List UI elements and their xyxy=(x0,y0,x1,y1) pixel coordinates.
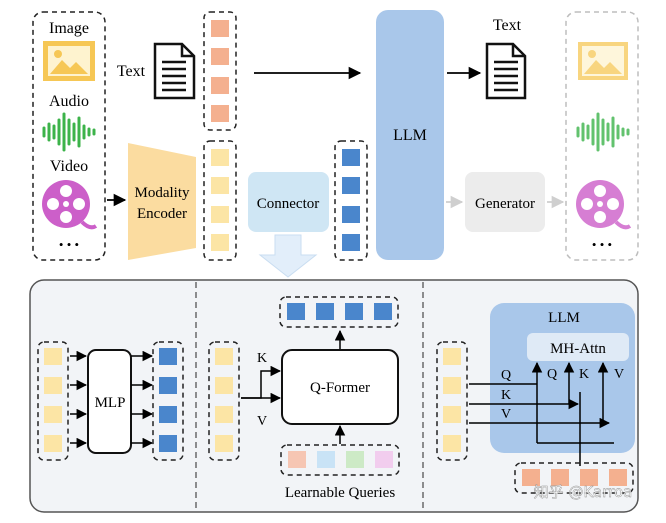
output-video-reel-icon xyxy=(576,180,632,230)
k-label: K xyxy=(257,351,267,366)
generator-block xyxy=(465,172,545,232)
xattn-input-token-column xyxy=(443,348,461,452)
mlp-label: MLP xyxy=(95,395,126,411)
qformer-output-token-row xyxy=(287,303,392,320)
mlp-input-tokens-box xyxy=(37,341,69,461)
text-tokens-box xyxy=(203,11,237,131)
audio-label: Audio xyxy=(49,93,89,110)
q-label-left: Q xyxy=(501,368,511,383)
input-modalities-box xyxy=(32,11,106,261)
modality-encoder-label-line2: Encoder xyxy=(137,206,187,222)
text-token-column xyxy=(211,20,229,122)
q-label-attn: Q xyxy=(547,367,557,382)
output-image-icon xyxy=(578,42,628,80)
connector-tokens-box xyxy=(334,140,368,261)
modality-encoder-block xyxy=(128,143,196,260)
k-label-attn: K xyxy=(579,367,589,382)
llm-label: LLM xyxy=(393,127,427,144)
xattn-text-token-row xyxy=(522,469,627,486)
encoder-tokens-box xyxy=(203,140,237,261)
modality-encoder-label-line1: Modality xyxy=(135,185,190,201)
mlp-input-token-column xyxy=(44,348,62,452)
learnable-query-token-row xyxy=(288,451,393,468)
qformer-block xyxy=(281,349,399,425)
v-label: V xyxy=(257,414,267,429)
generator-label: Generator xyxy=(475,196,535,212)
v-label-attn: V xyxy=(614,367,624,382)
image-icon xyxy=(43,41,95,81)
output-modalities-box xyxy=(565,11,639,261)
xattn-input-tokens-box xyxy=(436,341,468,461)
document-icon xyxy=(153,42,196,100)
mlp-output-token-column xyxy=(159,348,177,452)
mh-attn-label: MH-Attn xyxy=(550,341,606,357)
mlp-output-tokens-box xyxy=(152,341,184,461)
image-label: Image xyxy=(49,20,89,37)
text-input-label: Text xyxy=(117,63,146,80)
output-text-label: Text xyxy=(493,17,522,34)
connector-expand-arrow xyxy=(258,234,318,278)
connector-block xyxy=(248,172,329,232)
kv-arrows xyxy=(241,365,282,404)
qkv-routing-lines xyxy=(469,361,614,466)
connector-token-column xyxy=(342,149,360,251)
output-ellipsis: • • • xyxy=(592,237,612,252)
output-document-icon xyxy=(485,42,527,100)
k-label-left: K xyxy=(501,388,511,403)
video-reel-icon xyxy=(42,180,98,230)
xattn-llm-label: LLM xyxy=(548,310,580,326)
connector-label: Connector xyxy=(257,196,319,212)
learnable-queries-label: Learnable Queries xyxy=(285,485,396,501)
mlp-output-arrows xyxy=(131,350,154,449)
output-audio-waveform-icon xyxy=(576,112,630,152)
qformer-input-tokens-box xyxy=(208,341,240,461)
audio-waveform-icon xyxy=(42,112,96,152)
input-ellipsis: • • • xyxy=(59,237,79,252)
mlp-input-arrows xyxy=(70,350,88,449)
qformer-label: Q-Former xyxy=(310,380,370,396)
video-label: Video xyxy=(50,158,88,175)
llm-block xyxy=(376,10,444,260)
mh-attn-block xyxy=(527,333,629,361)
encoder-token-column xyxy=(211,149,229,251)
qformer-input-token-column xyxy=(215,348,233,452)
v-label-left: V xyxy=(501,407,511,422)
mlp-block xyxy=(87,349,132,454)
watermark: 知乎 @Karroa xyxy=(534,483,633,501)
